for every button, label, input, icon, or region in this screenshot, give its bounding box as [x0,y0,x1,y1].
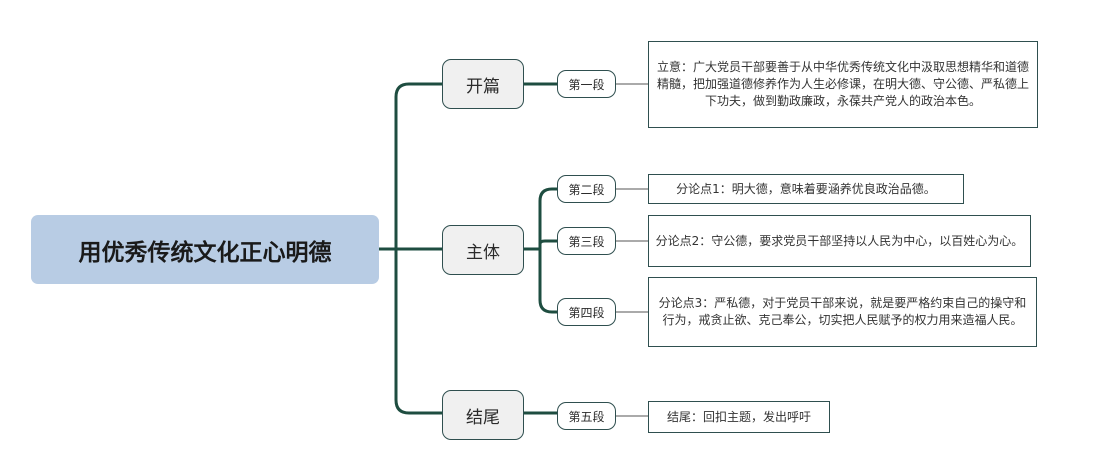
paragraph-5-label: 第五段 [568,409,605,424]
detail-paragraph-4-text: 分论点3：严私德，对于党员干部来说，就是要严格约束自己的操守和行为，戒贪止欲、克… [658,296,1027,327]
section-ending[interactable]: 结尾 [442,390,524,440]
detail-paragraph-4[interactable]: 分论点3：严私德，对于党员干部来说，就是要严格约束自己的操守和行为，戒贪止欲、克… [648,277,1037,347]
connector-root-ending [394,247,444,415]
connector-root-opening [394,82,444,251]
section-opening-label: 开篇 [466,76,500,97]
paragraph-4-label: 第四段 [568,305,605,320]
paragraph-3-label: 第三段 [568,234,605,249]
root-topic[interactable]: 用优秀传统文化正心明德 [31,215,379,284]
detail-paragraph-2-text: 分论点1：明大德，意味着要涵养优良政治品德。 [676,181,936,196]
paragraph-5[interactable]: 第五段 [557,402,616,430]
section-body-label: 主体 [466,242,500,263]
detail-paragraph-5-text: 结尾：回扣主题，发出呼吁 [666,409,811,424]
connector-body-para4 [538,247,559,314]
detail-paragraph-5[interactable]: 结尾：回扣主题，发出呼吁 [648,401,830,433]
detail-paragraph-3-text: 分论点2：守公德，要求党员干部坚持以人民为中心，以百姓心为心。 [655,233,1024,248]
paragraph-2-label: 第二段 [568,182,605,197]
section-opening[interactable]: 开篇 [442,59,524,109]
paragraph-3[interactable]: 第三段 [557,227,616,255]
detail-paragraph-1[interactable]: 立意：广大党员干部要善于从中华优秀传统文化中汲取思想精华和道德精髓，把加强道德修… [648,41,1038,128]
detail-paragraph-3[interactable]: 分论点2：守公德，要求党员干部坚持以人民为中心，以百姓心为心。 [648,215,1031,267]
paragraph-2[interactable]: 第二段 [557,175,616,203]
detail-paragraph-2[interactable]: 分论点1：明大德，意味着要涵养优良政治品德。 [648,174,964,204]
paragraph-4[interactable]: 第四段 [557,298,616,326]
paragraph-1-label: 第一段 [568,77,605,92]
section-ending-label: 结尾 [466,407,500,428]
root-topic-title: 用优秀传统文化正心明德 [78,239,332,266]
detail-paragraph-1-text: 立意：广大党员干部要善于从中华优秀传统文化中汲取思想精华和道德精髓，把加强道德修… [656,60,1029,108]
connector-body-para3 [538,239,559,251]
connector-body-para2 [538,187,559,251]
section-body[interactable]: 主体 [442,225,524,275]
paragraph-1[interactable]: 第一段 [557,70,616,98]
